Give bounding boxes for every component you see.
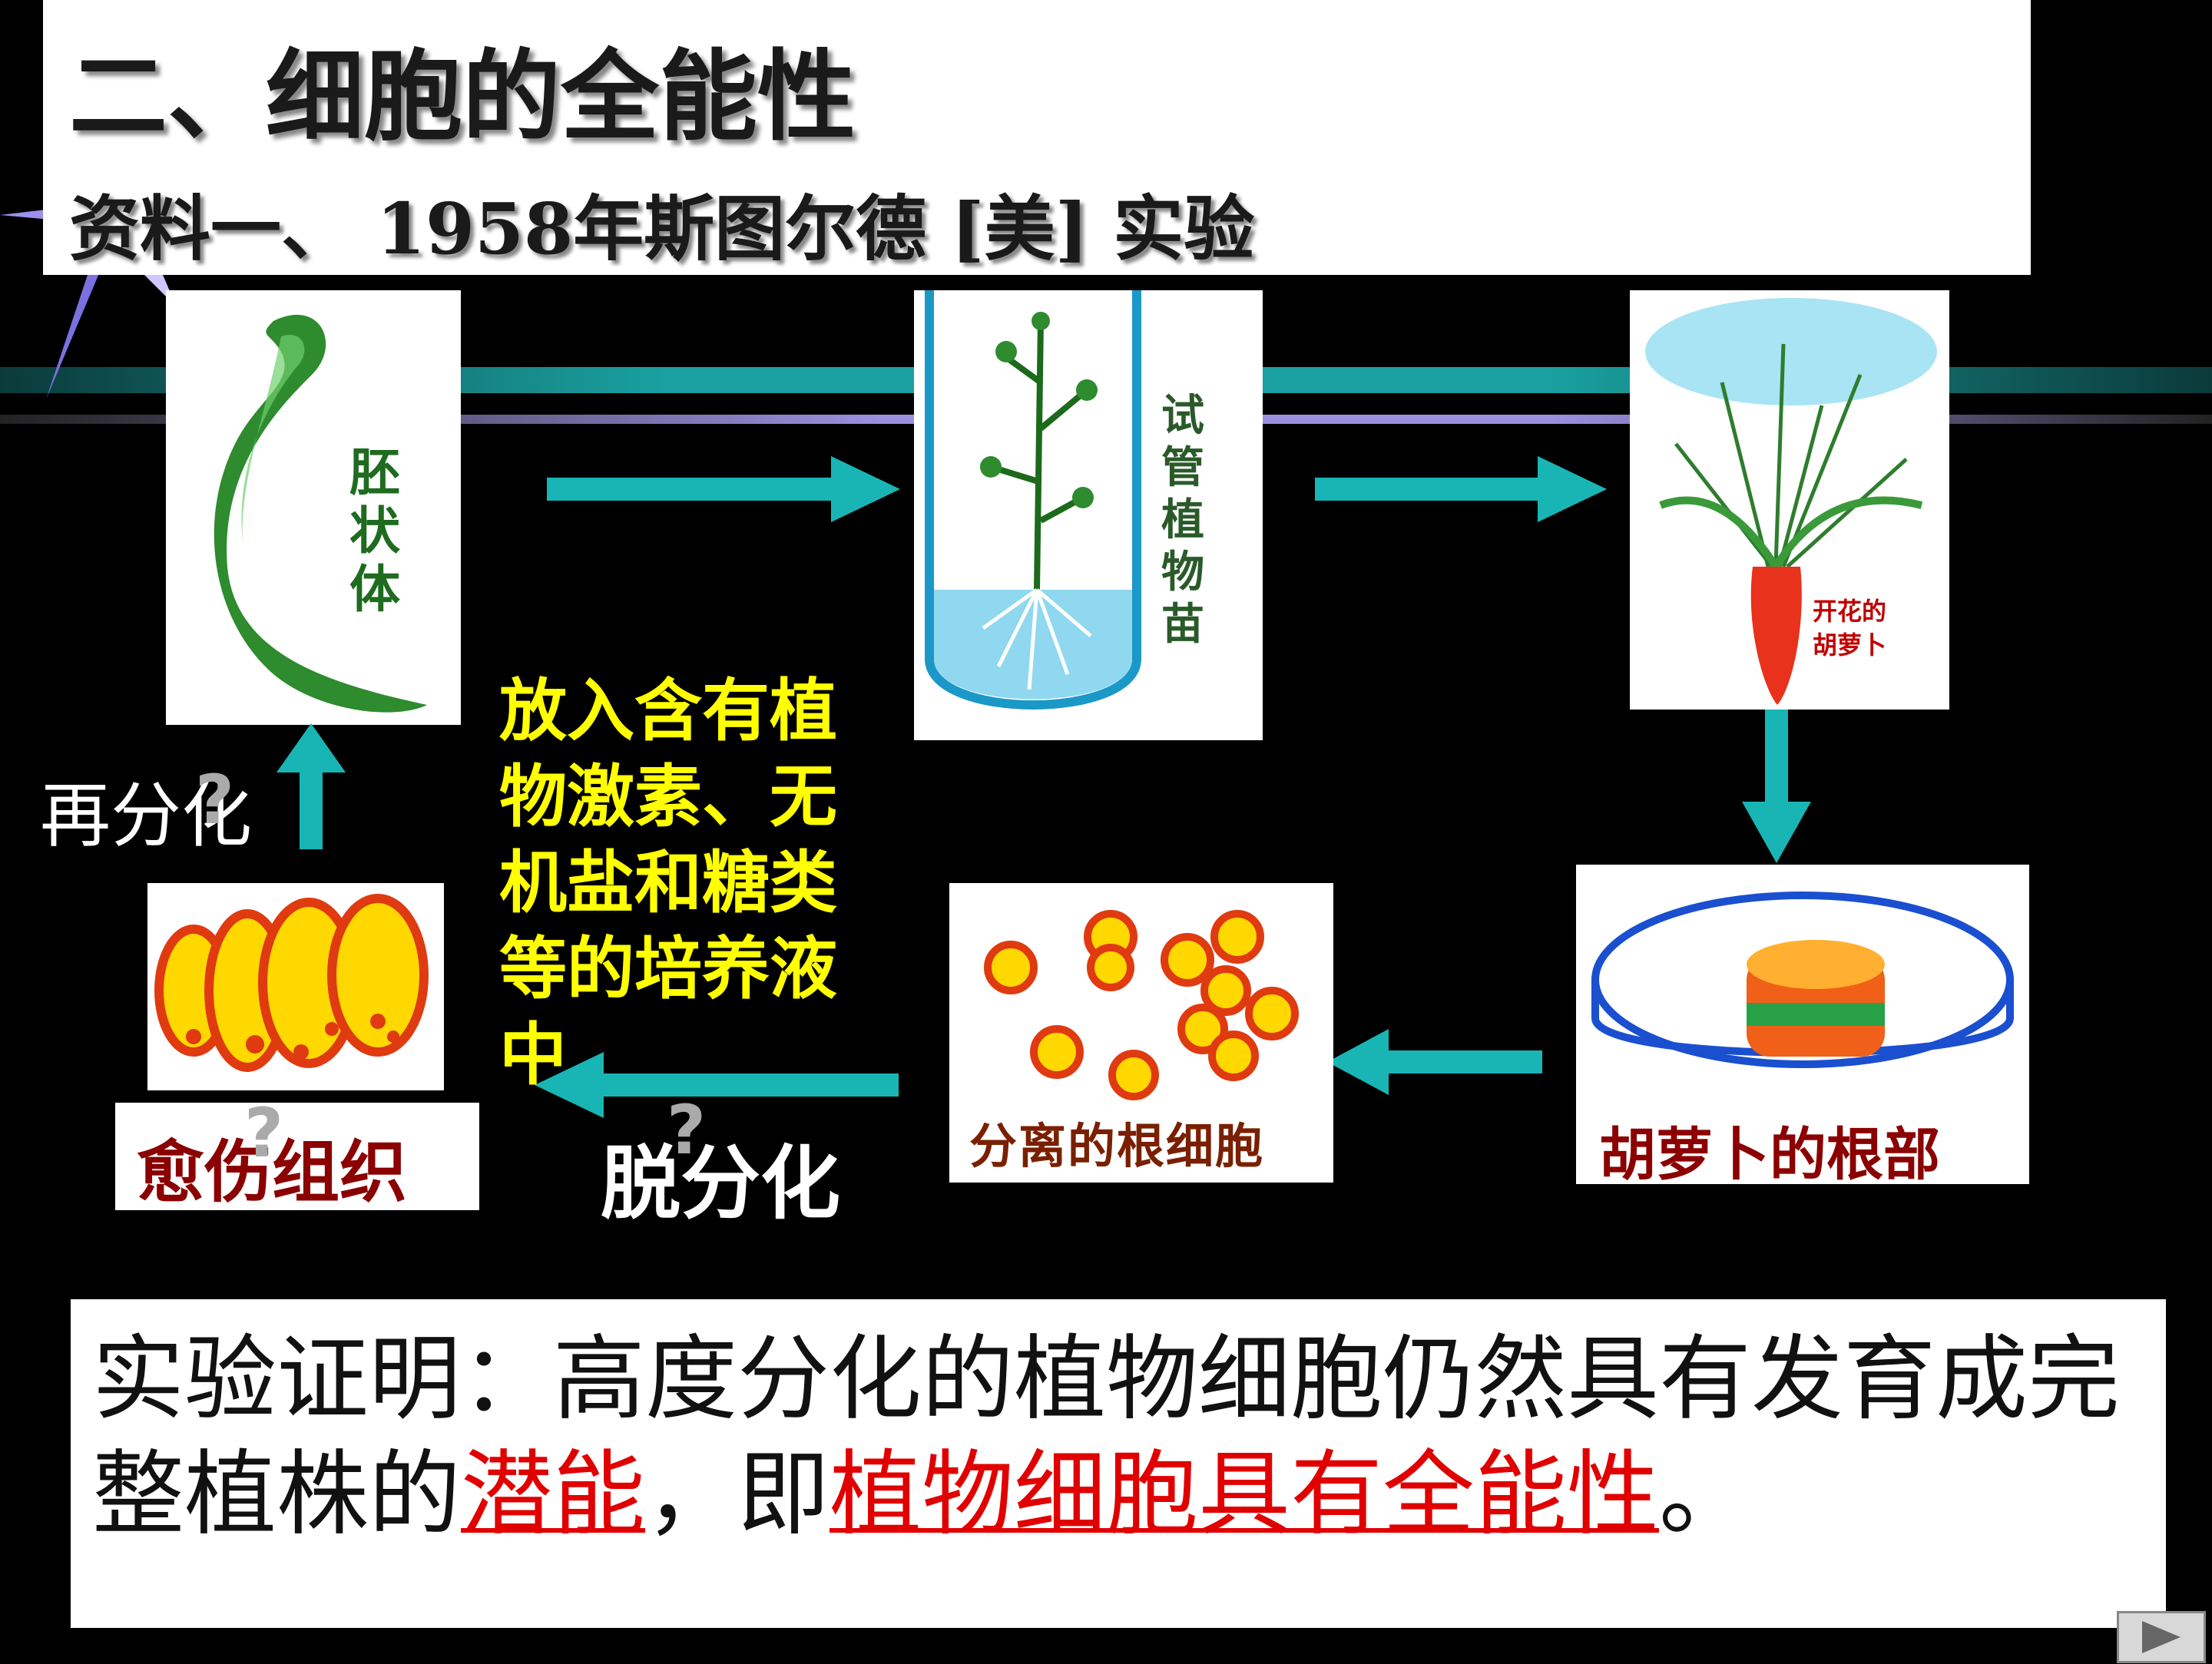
culture-medium-note: 放入含有植物激素、无机盐和糖类等的培养液中 xyxy=(499,671,838,1094)
embryoid-panel: 胚 状 体 xyxy=(166,290,461,725)
callus-caption: 愈伤组织 xyxy=(137,1133,408,1212)
next-slide-button[interactable] xyxy=(2117,1611,2206,1663)
redifferentiation-question-mark: ? xyxy=(195,760,235,839)
header-panel xyxy=(43,0,2031,275)
callus-caption-box xyxy=(115,1103,479,1210)
arrow-right-icon xyxy=(547,456,900,522)
root-cells-caption: 分离的根细胞 xyxy=(969,1118,1265,1174)
callus-illustration xyxy=(154,894,429,1072)
flowering-carrot-label: 开花的 胡萝卜 xyxy=(1813,597,1887,660)
flowering-carrot-illustration xyxy=(1645,298,1937,705)
embryoid-label: 胚 状 体 xyxy=(349,443,400,619)
carrot-root-caption: 胡萝卜的根部 xyxy=(1599,1122,1940,1188)
carrot-root-panel: 胡萝卜的根部 xyxy=(1576,865,2029,1188)
arrow-up-icon xyxy=(276,723,346,849)
flowering-carrot-panel: 开花的 胡萝卜 xyxy=(1630,290,1949,710)
redifferentiation-label: 再分化 xyxy=(40,775,253,857)
test-tube-illustration xyxy=(925,290,1141,710)
tube-plant-panel: 试 管 植 物 苗 xyxy=(914,290,1263,740)
arrow-right-icon xyxy=(1315,456,1607,522)
root-cells-illustration xyxy=(984,910,1299,1100)
tube-plant-label: 试 管 植 物 苗 xyxy=(1161,391,1204,650)
dedifferentiation-label: 脱分化 xyxy=(601,1136,841,1230)
root-cells-panel: 分离的根细胞 xyxy=(949,883,1333,1183)
arrow-left-icon xyxy=(1327,1029,1542,1095)
callus-question-mark: ? xyxy=(244,1093,284,1173)
dedifferentiation-question-mark: ? xyxy=(667,1090,707,1169)
arrow-left-icon xyxy=(535,1052,899,1118)
totipotency-highlight: 植物细胞具有全能性 xyxy=(830,1441,1659,1548)
callus-panel xyxy=(147,883,444,1090)
page-title: 二、细胞的全能性 xyxy=(69,40,856,154)
play-next-icon xyxy=(2142,1621,2181,1653)
conclusion-box xyxy=(71,1299,2166,1628)
petri-dish-illustration xyxy=(1591,892,2014,1068)
page-subtitle: 资料一、 1958年斯图尔德 [美] 实验 xyxy=(69,187,1255,270)
arrow-down-icon xyxy=(1742,710,1811,863)
potential-highlight: 潜能 xyxy=(461,1441,645,1548)
embryoid-illustration xyxy=(214,314,427,713)
conclusion-text: 实验证明：高度分化的植物细胞仍然具有发育成完整植株的潜能，即植物细胞具有全能性。 xyxy=(92,1326,2120,1548)
